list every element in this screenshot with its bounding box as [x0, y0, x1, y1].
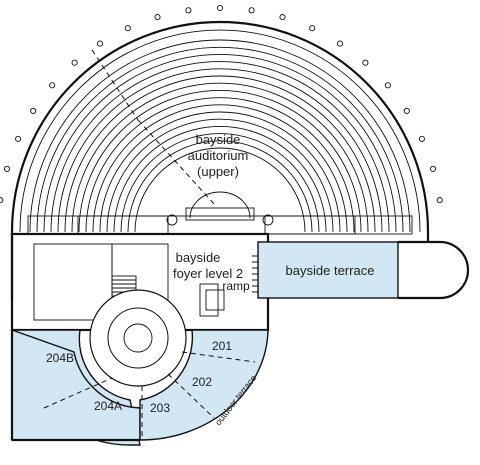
seating-rows [29, 39, 411, 233]
seating-row [92, 104, 348, 233]
bayside-terrace-label: bayside terrace [286, 263, 375, 278]
seating-row [71, 82, 369, 233]
column-marker [30, 107, 37, 114]
auditorium-label-2: auditorium [188, 148, 249, 163]
seating-row [36, 46, 404, 233]
seating-row [106, 118, 334, 233]
room-203-label: 203 [150, 401, 170, 415]
column-marker [96, 40, 104, 47]
foyer-label-2: foyer level 2 [173, 266, 243, 281]
seating-row [43, 54, 397, 233]
seating-row [85, 97, 355, 233]
seating-row [57, 68, 383, 233]
aisle-lines [91, 49, 216, 206]
seating-row [113, 126, 327, 233]
seating-row [29, 39, 411, 233]
seating-row [64, 75, 376, 233]
seating-row [99, 111, 341, 233]
meeting-rooms [10, 289, 269, 446]
column-marker [309, 25, 316, 32]
stage-front [27, 191, 413, 235]
column-marker [248, 7, 255, 14]
column-marker [15, 135, 22, 142]
column-marker [3, 165, 11, 172]
ramp-label: ramp [222, 279, 250, 293]
column-marker [124, 25, 131, 32]
seating-row [127, 140, 313, 233]
column-marker [154, 14, 161, 21]
column-marker [279, 14, 286, 21]
seating-row [120, 133, 320, 233]
column-marker [71, 59, 78, 66]
room-202-label: 202 [192, 375, 212, 389]
bayside-terrace-room [257, 240, 470, 300]
room-201-label: 201 [212, 339, 232, 353]
column-marker [418, 135, 425, 142]
column-marker [216, 4, 224, 12]
foyer-label-1: bayside [176, 250, 221, 265]
column-marker [185, 7, 192, 14]
column-marker [362, 59, 369, 66]
column-marker [403, 107, 410, 114]
auditorium-label-1: bayside [196, 132, 241, 147]
column-marker [384, 82, 391, 89]
column-marker [336, 40, 344, 47]
room-204b-label: 204B [46, 351, 74, 365]
perimeter-columns [0, 4, 443, 204]
column-marker [429, 165, 437, 172]
seating-row [134, 147, 306, 233]
auditorium-label-3: (upper) [197, 164, 239, 179]
column-marker [436, 197, 443, 204]
column-marker [0, 197, 4, 204]
seating-row [50, 61, 390, 233]
rooms-right-shape [139, 329, 269, 441]
column-marker [49, 82, 56, 89]
seating-row [78, 90, 362, 233]
room-204a-label: 204A [94, 399, 122, 413]
